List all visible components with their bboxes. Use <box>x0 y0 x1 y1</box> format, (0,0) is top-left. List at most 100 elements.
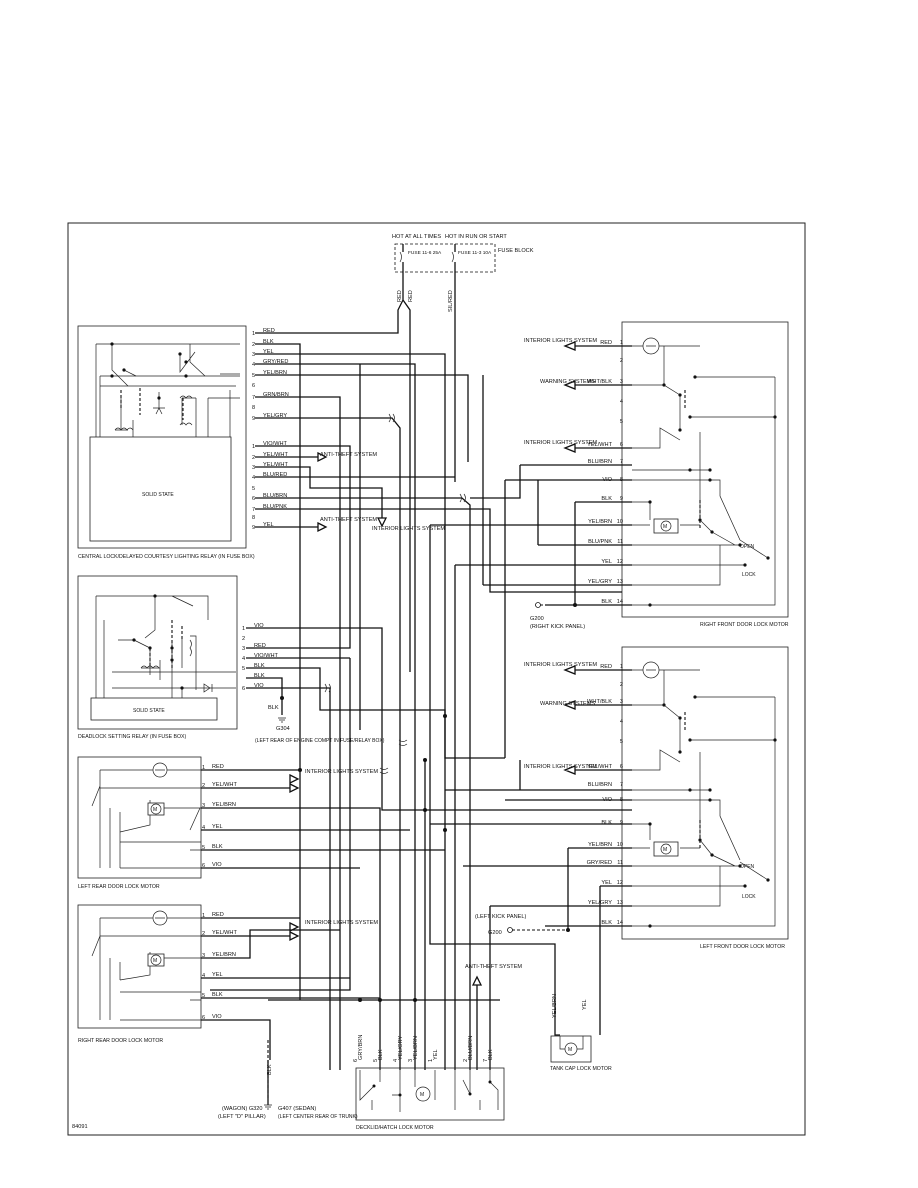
lfd-pin-number: 6 <box>620 764 623 770</box>
central-pin-wire: RED <box>263 328 275 334</box>
g304-desc: (LEFT REAR OF ENGINE COMPT IN FUSE/RELAY… <box>255 738 385 744</box>
lrd-pin-wire: YEL/WHT <box>212 782 237 788</box>
deadlock-pin-wire: VIO <box>254 683 264 689</box>
lfd-pin-number: 14 <box>617 920 623 926</box>
rfd-pin-number: 9 <box>620 496 623 502</box>
rfd-pin-number: 2 <box>620 358 623 364</box>
lrd-pin-number: 4 <box>202 825 205 831</box>
deadlock-relay: SOLID STATE DEADLOCK SETTING RELAY (IN F… <box>77 575 238 740</box>
rfd-label: RIGHT FRONT DOOR LOCK MOTOR <box>700 622 789 628</box>
decklid-pin-wire: YEL/GRY <box>398 1036 404 1060</box>
g304-id: G304 <box>276 726 290 732</box>
deadlock-relay-label: DEADLOCK SETTING RELAY (IN FUSE BOX) <box>78 734 186 740</box>
rfd-pin-number: 7 <box>620 459 623 465</box>
rrd-pin-wire: BLK <box>212 992 223 998</box>
lfd-pin-number: 2 <box>620 682 623 688</box>
rrd-pin-number: 5 <box>202 993 205 999</box>
decklid-pin-wire: BLK <box>378 1049 384 1060</box>
rrd-pin-number: 6 <box>202 1015 205 1021</box>
rfd-pin-number: 3 <box>620 379 623 385</box>
bottom-ground-wire: BLK <box>267 1064 273 1075</box>
svg-text:M: M <box>568 1047 572 1053</box>
tank-wire-2: YEL <box>582 999 588 1010</box>
rfd-pin-wire: BLK <box>601 599 612 605</box>
rfd-pin-wire: YEL/BRN <box>588 519 612 525</box>
central-pin-wire: BLK <box>263 339 274 345</box>
diagram-frame <box>67 222 806 1136</box>
lfd-pin-number: 11 <box>617 860 623 866</box>
lfd-pin-wire: YEL <box>601 880 612 886</box>
rfd-warning: WARNING SYSTEMS <box>540 379 595 385</box>
rfd-pin-number: 4 <box>620 399 623 405</box>
central-solid-state: SOLID STATE <box>142 492 174 498</box>
deadlock-pin-wire: BLK <box>254 663 265 669</box>
rrd-pin-number: 1 <box>202 913 205 919</box>
central-pin-number: 4 <box>252 475 255 481</box>
harness-wires <box>201 330 632 1105</box>
lfd-pin-number: 3 <box>620 699 623 705</box>
lfd-pin-wire: BLK <box>601 920 612 926</box>
lfd-label: LEFT FRONT DOOR LOCK MOTOR <box>700 944 785 950</box>
fuse-wire-b: SIL/RED <box>448 290 454 312</box>
deadlock-pin-number: 5 <box>242 666 245 672</box>
svg-text:M: M <box>153 807 157 813</box>
lrd-pin-wire: VIO <box>212 862 222 868</box>
lfd-pin-wire: YEL/WHT <box>587 764 612 770</box>
lfd-pin-number: 12 <box>617 880 623 886</box>
hot-always-label: HOT AT ALL TIMES <box>392 234 441 240</box>
rrd-pin-wire: RED <box>212 912 224 918</box>
system-labels: ANTI-THEFT SYSTEM ANTI-THEFT SYSTEM ANTI… <box>218 338 597 1120</box>
central-pin-number: 1 <box>252 331 255 337</box>
central-pin-wire: BLU/BRN <box>263 493 287 499</box>
lfd-pin-number: 13 <box>617 900 623 906</box>
tank-wire-1: YEL/BRN <box>552 994 558 1018</box>
lfd-pin-number: 9 <box>620 820 623 826</box>
connector-symbols <box>324 413 466 774</box>
lfd-pin-number: 4 <box>620 719 623 725</box>
tank-cap-motor: M YEL/BRN YEL TANK CAP LOCK MOTOR <box>550 994 612 1072</box>
lfd-pin-wire: VIO <box>602 797 612 803</box>
svg-text:M: M <box>153 958 157 964</box>
bottom-sedan-desc: (LEFT CENTER REAR OF TRUNK) <box>278 1114 358 1120</box>
lfd-open: OPEN <box>740 864 755 870</box>
lrd-pin-number: 5 <box>202 845 205 851</box>
anti-theft-2: ANTI-THEFT SYSTEM <box>320 517 377 523</box>
rfd-pin-number: 12 <box>617 559 623 565</box>
lfd-interior2: INTERIOR LIGHTS SYSTEM <box>524 764 597 770</box>
rfd-pin-wire: YEL/GRY <box>588 579 612 585</box>
deadlock-pin-number: 6 <box>242 686 245 692</box>
central-pin-wire: YEL <box>263 522 274 528</box>
svg-text:M: M <box>420 1092 424 1098</box>
deadlock-pin-number: 4 <box>242 656 245 662</box>
central-pin-wire: BLU/PNK <box>263 504 287 510</box>
lfd-pin-wire: WHT/BLK <box>587 699 612 705</box>
central-pin-wire: GRN/BRN <box>263 392 289 398</box>
decklid-pin-number: 3 <box>408 1059 414 1062</box>
rfd-pin-number: 14 <box>617 599 623 605</box>
lfd-pin-wire: YEL/GRY <box>588 900 612 906</box>
rfd-lock: LOCK <box>742 572 756 578</box>
central-pin-wire: BLU/RED <box>263 472 287 478</box>
lfd-warning: WARNING SYSTEMS <box>540 701 595 707</box>
lfd-interior: INTERIOR LIGHTS SYSTEM <box>524 662 597 668</box>
rrd-pin-wire: YEL/BRN <box>212 952 236 958</box>
fuse-wire-a1: RED <box>397 290 403 302</box>
central-pin-number: 9 <box>252 525 255 531</box>
rfd-pin-wire: WHT/BLK <box>587 379 612 385</box>
decklid-pin-number: 6 <box>353 1059 359 1062</box>
central-pin-number: 5 <box>252 486 255 492</box>
rrd-pin-number: 2 <box>202 931 205 937</box>
rrd-interior: INTERIOR LIGHTS SYSTEM <box>305 920 378 926</box>
lfd-pin-number: 10 <box>617 842 623 848</box>
decklid-label: DECKLID/HATCH LOCK MOTOR <box>356 1125 434 1131</box>
bottom-wagon-desc: (LEFT "D" PILLAR) <box>218 1114 266 1120</box>
lfd-pin-wire: BLU/BRN <box>588 782 612 788</box>
decklid-pin-wire: GRY/BRN <box>358 1035 364 1060</box>
right-front-door-motor: M OPEN LOCK RIGHT FRONT DOOR LOCK MOTOR <box>621 321 789 628</box>
svg-text:M: M <box>663 847 667 853</box>
fuse-b-label: FUSE 11-3 10A <box>458 250 492 256</box>
central-pin-number: 3 <box>252 465 255 471</box>
central-pin-number: 1 <box>252 444 255 450</box>
rfd-ground-desc: (RIGHT KICK PANEL) <box>530 624 585 630</box>
rfd-interior: INTERIOR LIGHTS SYSTEM <box>524 338 597 344</box>
